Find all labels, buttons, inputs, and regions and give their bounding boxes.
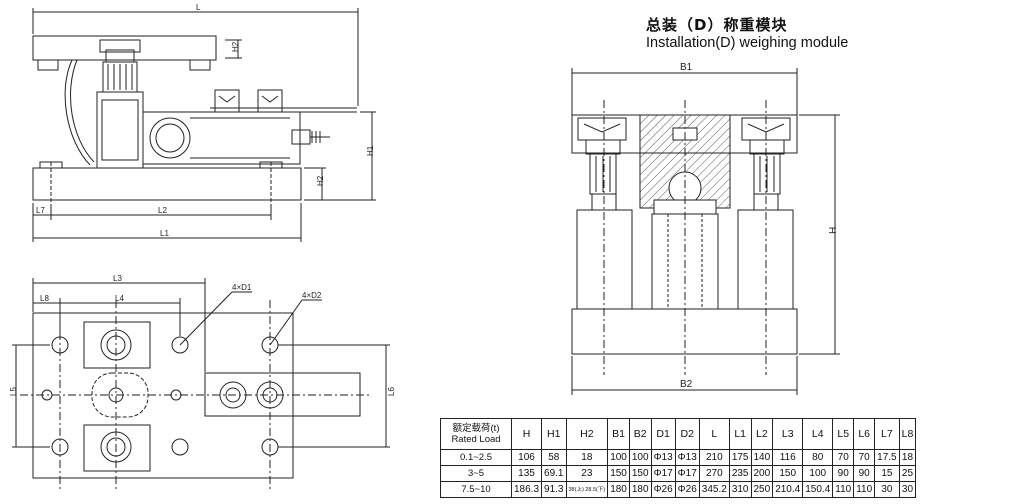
table-cell: 70 <box>832 449 855 466</box>
table-cell: 210 <box>698 449 730 466</box>
header-rated-load: 额定载荷(t) Rated Load <box>440 418 512 450</box>
row-load: 3~5 <box>440 465 512 482</box>
side-view <box>571 68 840 395</box>
label-L8: L8 <box>40 294 49 303</box>
label-D2: 4×D2 <box>302 291 322 300</box>
table-cell: 80 <box>802 449 834 466</box>
table-cell: 91.3 <box>541 481 567 498</box>
header-rated-load-cn: 额定载荷(t) <box>452 423 500 434</box>
label-L4: L4 <box>115 294 124 303</box>
column-header: L5 <box>832 418 855 450</box>
table-cell: 116 <box>772 449 804 466</box>
table-cell: Φ17 <box>650 465 676 482</box>
table-cell: 38(上) 28.5(下) <box>565 481 609 498</box>
table-row: 0.1~2.5 106 58 18 100 100 Φ13 Φ13 210 17… <box>440 449 917 466</box>
table-cell: 23 <box>565 465 609 482</box>
dimension-labels: L H2 H1 H2 L7 L2 L1 L3 L8 L4 4×D1 4×D2 L… <box>9 3 839 396</box>
label-L2: L2 <box>158 206 167 215</box>
table-cell: 175 <box>728 449 752 466</box>
column-header: H <box>510 418 543 450</box>
table-cell: 210.4 <box>772 481 804 498</box>
label-L7: L7 <box>36 206 45 215</box>
label-L5: L5 <box>9 387 18 396</box>
label-L: L <box>196 3 201 12</box>
column-header: L <box>698 418 730 450</box>
label-L6: L6 <box>387 387 396 396</box>
front-view <box>32 8 376 242</box>
column-header: L8 <box>898 418 917 450</box>
table-cell: 135 <box>510 465 543 482</box>
table-cell: 310 <box>728 481 752 498</box>
table-row: 7.5~10 186.3 91.3 38(上) 28.5(下) 180 180 … <box>440 481 917 498</box>
table-cell: Φ26 <box>674 481 700 498</box>
table-cell: 100 <box>607 449 630 466</box>
column-header: H2 <box>565 418 609 450</box>
table-cell: 110 <box>832 481 855 498</box>
title-english: Installation(D) weighing module <box>646 35 849 51</box>
row-load: 0.1~2.5 <box>440 449 512 466</box>
table-cell: 150.4 <box>802 481 834 498</box>
label-L1: L1 <box>160 229 169 238</box>
column-header: H1 <box>541 418 567 450</box>
label-L3: L3 <box>113 274 122 283</box>
table-cell: 140 <box>750 449 774 466</box>
table-cell: 30 <box>874 481 900 498</box>
label-H1: H1 <box>366 145 375 156</box>
column-header: L1 <box>728 418 752 450</box>
label-D1: 4×D1 <box>232 283 252 292</box>
table-cell: 250 <box>750 481 774 498</box>
table-cell: 18 <box>898 449 917 466</box>
table-cell: 100 <box>802 465 834 482</box>
table-row: 3~5 135 69.1 23 150 150 Φ17 Φ17 270 235 … <box>440 465 917 482</box>
table-cell: 200 <box>750 465 774 482</box>
table-cell: 270 <box>698 465 730 482</box>
table-cell: 70 <box>853 449 876 466</box>
column-header: B2 <box>628 418 652 450</box>
table-cell: 17.5 <box>874 449 900 466</box>
column-header: L7 <box>874 418 900 450</box>
title-chinese: 总装（D）称重模块 <box>646 16 788 34</box>
table-cell: 345.2 <box>698 481 730 498</box>
table-cell: 186.3 <box>510 481 543 498</box>
column-header: D2 <box>674 418 700 450</box>
label-H2-upper: H2 <box>231 41 240 52</box>
column-header: L4 <box>802 418 834 450</box>
label-B2: B2 <box>680 379 693 390</box>
table-cell: 150 <box>607 465 630 482</box>
label-H2-lower: H2 <box>316 175 325 186</box>
table-cell: Φ13 <box>674 449 700 466</box>
table-cell: 15 <box>874 465 900 482</box>
table-cell: 58 <box>541 449 567 466</box>
table-cell: 180 <box>628 481 652 498</box>
table-cell: 30 <box>898 481 917 498</box>
column-header: D1 <box>650 418 676 450</box>
table-cell: 90 <box>853 465 876 482</box>
column-header: B1 <box>607 418 630 450</box>
table-cell: 150 <box>628 465 652 482</box>
table-cell: 90 <box>832 465 855 482</box>
header-rated-load-en: Rated Load <box>451 434 501 445</box>
table-cell: 18 <box>565 449 609 466</box>
table-cell: 235 <box>728 465 752 482</box>
table-cell: 110 <box>853 481 876 498</box>
column-header: L3 <box>772 418 804 450</box>
table-cell: Φ13 <box>650 449 676 466</box>
table-cell: 180 <box>607 481 630 498</box>
specification-table: 额定载荷(t) Rated Load H H1 H2 B1 B2 D1 D2 L… <box>440 418 917 498</box>
table-cell: 106 <box>510 449 543 466</box>
table-cell: 25 <box>898 465 917 482</box>
label-H: H <box>828 227 839 234</box>
label-B1: B1 <box>680 62 693 73</box>
table-header-row: 额定载荷(t) Rated Load H H1 H2 B1 B2 D1 D2 L… <box>440 418 917 450</box>
table-cell: 150 <box>772 465 804 482</box>
table-cell: 100 <box>628 449 652 466</box>
table-cell: 69.1 <box>541 465 567 482</box>
table-cell: Φ17 <box>674 465 700 482</box>
column-header: L6 <box>853 418 876 450</box>
row-load: 7.5~10 <box>440 481 512 498</box>
top-view <box>12 278 390 490</box>
column-header: L2 <box>750 418 774 450</box>
table-cell: Φ26 <box>650 481 676 498</box>
